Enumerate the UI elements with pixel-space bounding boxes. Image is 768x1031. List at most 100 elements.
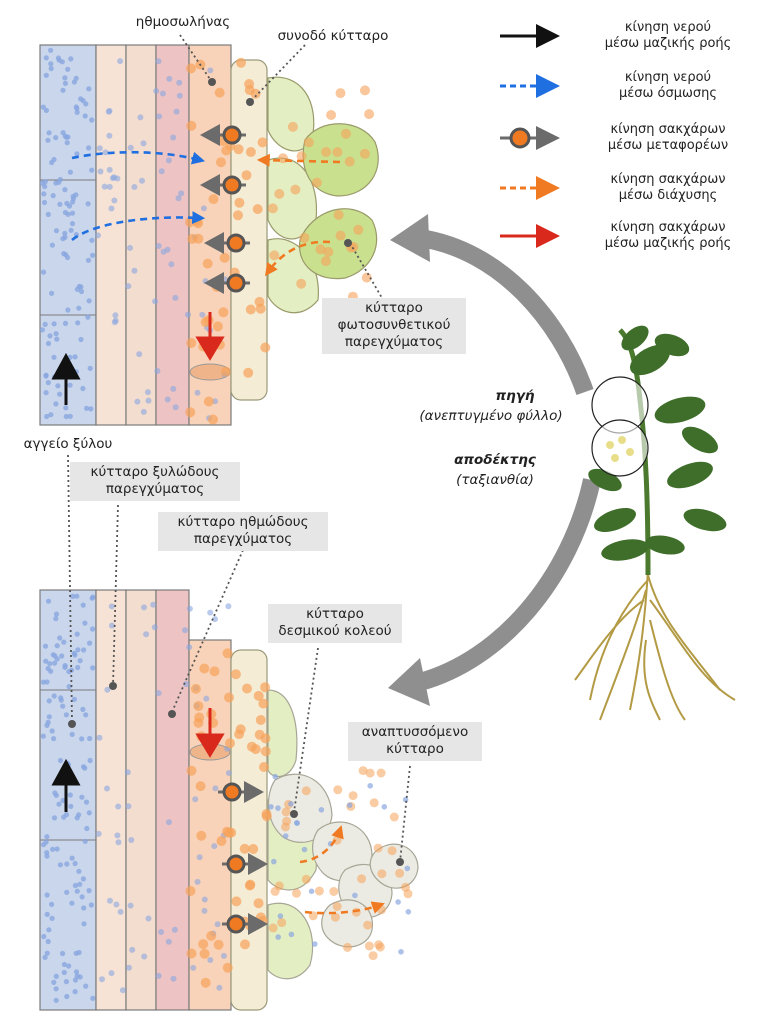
solute-dot: [72, 977, 79, 983]
solute-dot: [129, 946, 136, 953]
solute-dot: [97, 168, 104, 175]
solute-dot: [39, 327, 46, 333]
solute-dot: [106, 132, 113, 139]
bottom-arrows: [51, 708, 385, 915]
solute-dot: [49, 159, 55, 166]
solute-dot: [106, 166, 113, 173]
solute-dot: [308, 888, 315, 895]
solute-dot: [54, 643, 60, 649]
carrier-arrow: [222, 853, 268, 875]
solute-dot: [77, 881, 83, 887]
solute-dot: [335, 88, 346, 99]
solute-dot: [53, 986, 59, 992]
solute-dot: [41, 191, 47, 197]
solute-dot: [172, 404, 179, 411]
solute-dot: [192, 796, 199, 803]
solute-dot: [51, 354, 57, 360]
legend-arrow-sugar-mass-flow: [500, 224, 560, 248]
mass-flow-red-bottom: [195, 708, 225, 758]
solute-dot: [260, 733, 271, 744]
solute-dot: [82, 620, 88, 626]
solute-dot: [49, 901, 55, 908]
solute-dot: [358, 766, 368, 776]
solute-dot: [85, 314, 91, 320]
solute-dot: [88, 902, 94, 908]
solute-dot: [48, 412, 54, 418]
solute-dot: [275, 934, 282, 940]
solute-dot: [224, 827, 234, 838]
solute-dot: [70, 193, 76, 199]
solute-dot: [83, 799, 90, 805]
carrier-arrow: [200, 124, 246, 146]
solute-dot: [274, 881, 284, 891]
solute-dot: [74, 593, 80, 599]
solute-dot: [90, 995, 96, 1001]
solute-dot: [170, 975, 177, 982]
solute-dot: [255, 715, 266, 725]
big-arrows: [388, 214, 601, 706]
solute-dot: [69, 855, 75, 861]
solute-dot: [236, 57, 246, 68]
solute-dot: [186, 644, 193, 651]
label-sink-sub: (ταξιανθία): [456, 472, 534, 488]
legend-arrows: [500, 24, 560, 248]
solute-dot: [60, 236, 66, 242]
solute-dot: [240, 939, 250, 950]
solute-dot: [49, 290, 55, 296]
solute-dot: [40, 104, 46, 110]
solute-dot: [212, 321, 223, 332]
solute-dot: [83, 983, 89, 989]
solute-dot: [113, 901, 120, 908]
solute-dot: [195, 781, 206, 792]
solute-dot: [201, 896, 208, 903]
solute-dot: [282, 833, 289, 839]
solute-dot: [41, 199, 48, 206]
leader-dots: [68, 78, 404, 866]
xylem-parenchyma-top-2: [125, 44, 157, 426]
solute-dot: [85, 257, 92, 263]
solute-dot: [52, 790, 58, 796]
solute-dot: [269, 250, 280, 261]
solute-dot: [176, 79, 183, 86]
solute-dot: [65, 307, 71, 313]
solute-dot: [87, 757, 93, 764]
solute-dot: [80, 876, 86, 882]
solute-dot: [333, 209, 344, 220]
solute-dot: [53, 973, 59, 980]
solute-dot: [186, 338, 197, 348]
solute-dot: [117, 908, 124, 915]
solute-dot: [40, 842, 47, 848]
solute-dot: [84, 825, 90, 832]
solute-dot: [165, 938, 172, 945]
solute-dot: [244, 880, 255, 891]
solute-dot: [53, 180, 59, 186]
solute-dot: [216, 836, 227, 846]
solute-dot: [44, 950, 50, 956]
solute-dot: [208, 414, 218, 425]
solute-dot: [88, 406, 94, 412]
solute-dot: [60, 797, 66, 804]
solute-dot: [395, 899, 401, 905]
solute-dot: [57, 391, 63, 397]
solute-dot: [67, 792, 73, 798]
solute-dot: [125, 283, 132, 290]
solute-dot: [127, 902, 134, 909]
solute-dot: [125, 803, 132, 810]
solute-dot: [67, 382, 73, 388]
solute-dot: [48, 47, 54, 53]
solute-dot: [96, 734, 103, 741]
solute-dot: [259, 762, 269, 772]
solute-dot: [301, 786, 311, 796]
solute-dot: [296, 151, 307, 162]
solute-dot: [65, 66, 71, 72]
solute-dot: [75, 664, 81, 671]
solute-dot: [318, 807, 325, 813]
solute-dot: [170, 134, 177, 141]
solute-dot: [52, 660, 58, 666]
solute-dot: [257, 137, 268, 148]
solute-dot: [365, 768, 375, 778]
solute-dot: [46, 714, 52, 720]
sieve-tube-bottom: [188, 639, 232, 1011]
solute-dot: [44, 413, 50, 420]
